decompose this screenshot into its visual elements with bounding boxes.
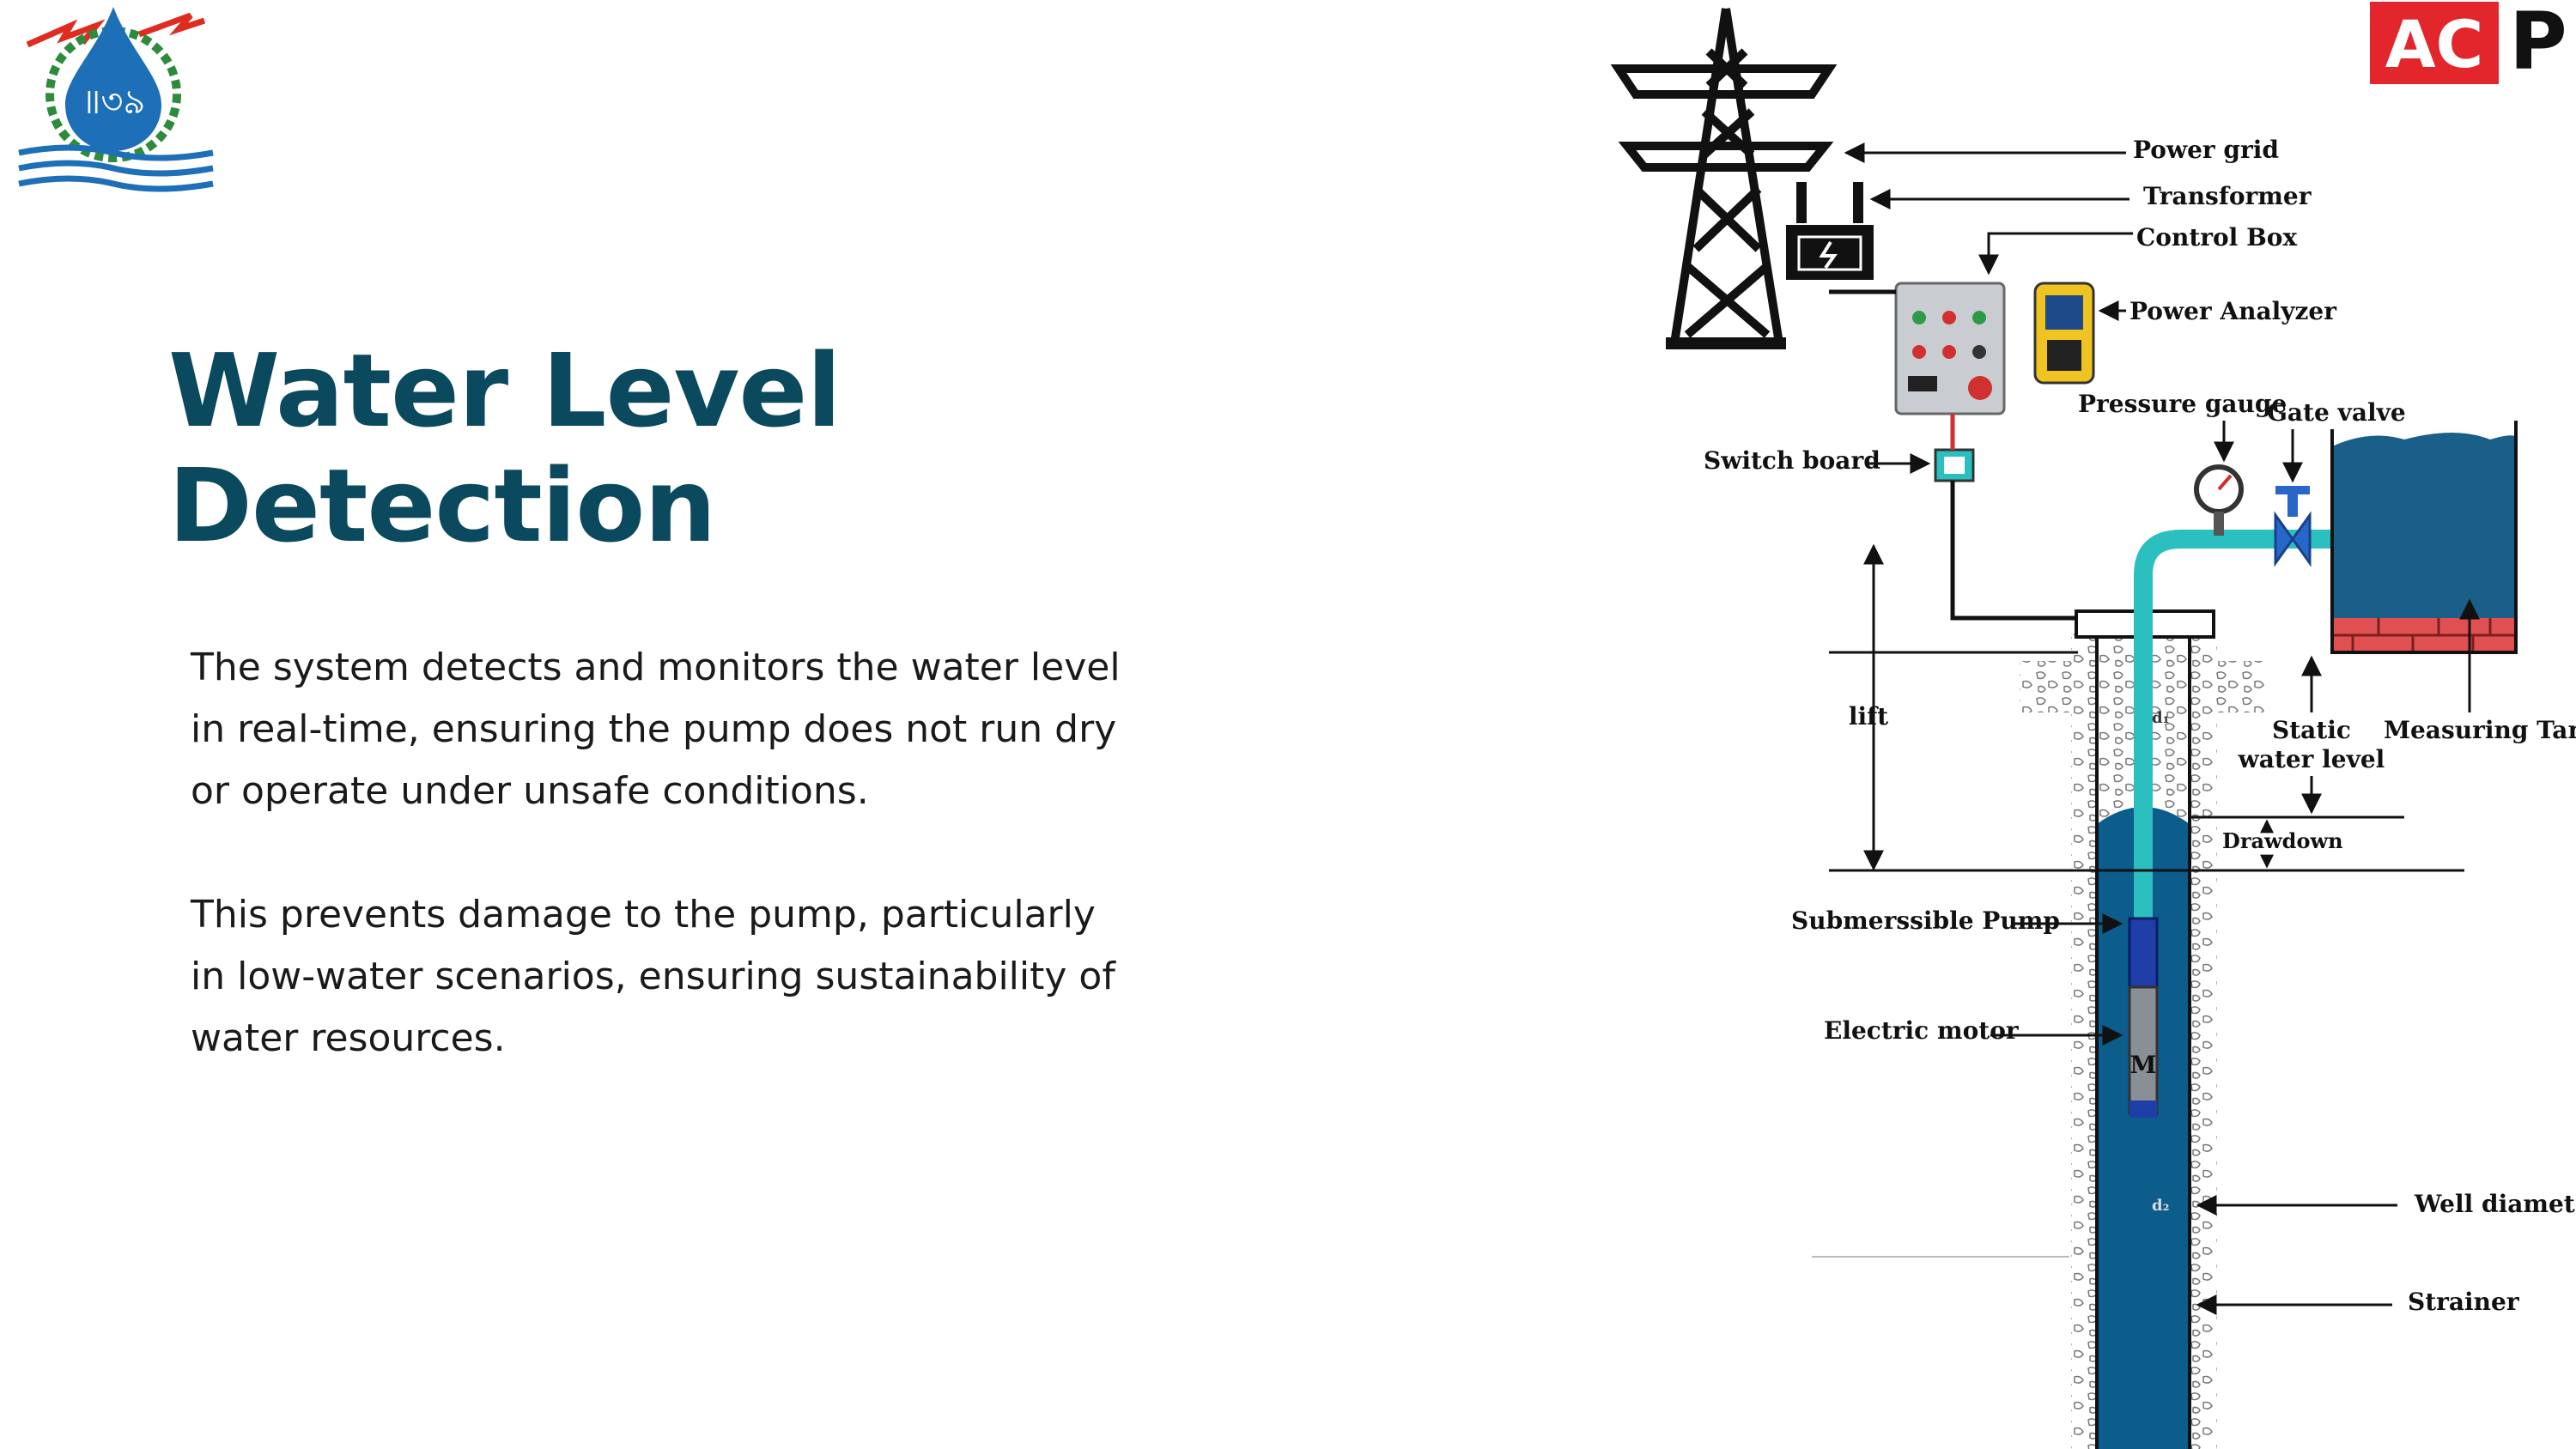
description-paragraph-2: This prevents damage to the pump, partic… xyxy=(191,893,1115,1060)
label-control-box: Control Box xyxy=(2136,223,2297,252)
acp-logo: AC P xyxy=(2370,0,2567,86)
label-pressure-gauge: Pressure gauge xyxy=(2078,390,2287,418)
measuring-tank xyxy=(2330,421,2518,654)
control-box-icon xyxy=(1894,282,2006,415)
label-power-grid: Power grid xyxy=(2133,136,2279,164)
acp-logo-text-ac: AC xyxy=(2385,6,2484,82)
page-title-line2: Detection xyxy=(168,446,716,565)
page-title-line1: Water Level xyxy=(168,331,841,450)
motor-label-m: M xyxy=(2130,1051,2157,1079)
riser-pipe xyxy=(2134,530,2336,919)
label-measuring-tank: Measuring Tank xyxy=(2384,716,2576,744)
label-lift: lift xyxy=(1849,702,1888,731)
label-strainer: Strainer xyxy=(2408,1288,2520,1316)
transformer-icon xyxy=(1786,182,1874,280)
label-electric-motor: Electric motor xyxy=(1824,1016,2020,1045)
label-gate-valve: Gate valve xyxy=(2267,398,2406,427)
power-tower-icon xyxy=(1610,8,1838,349)
water-drop-icon xyxy=(65,7,161,151)
page-title: Water Level Detection xyxy=(168,333,841,563)
description: The system detects and monitors the wate… xyxy=(191,637,1135,1070)
pump-well-diagram: M lift Power grid Transformer Control Bo… xyxy=(1610,8,2576,1449)
gate-valve-icon xyxy=(2274,486,2312,567)
label-transformer: Transformer xyxy=(2143,182,2312,210)
well-water xyxy=(2097,807,2190,1449)
emblem-glyph: ॥৩৯ xyxy=(82,82,146,122)
acp-logo-text-p: P xyxy=(2509,0,2567,86)
pressure-gauge-icon xyxy=(2194,464,2244,536)
label-submersible-pump: Submerssible Pump xyxy=(1791,906,2060,935)
label-switch-board: Switch board xyxy=(1704,446,1880,475)
lightning-icon xyxy=(137,12,206,38)
description-paragraph-1: The system detects and monitors the wate… xyxy=(191,646,1121,813)
label-d1: d₁ xyxy=(2152,709,2169,727)
label-static-water-level-1: Static xyxy=(2272,716,2351,744)
switch-board-icon xyxy=(1934,448,1975,482)
label-power-analyzer: Power Analyzer xyxy=(2129,297,2337,325)
acp-logo-badge xyxy=(2370,2,2499,84)
label-static-water-level-2: water level xyxy=(2238,745,2385,773)
label-well-diameter: Well diameter xyxy=(2414,1190,2576,1218)
organization-logo: ॥৩৯ xyxy=(18,7,214,192)
label-drawdown: Drawdown xyxy=(2222,828,2343,853)
label-d2: d₂ xyxy=(2152,1197,2169,1215)
power-analyzer-icon xyxy=(2033,282,2095,385)
